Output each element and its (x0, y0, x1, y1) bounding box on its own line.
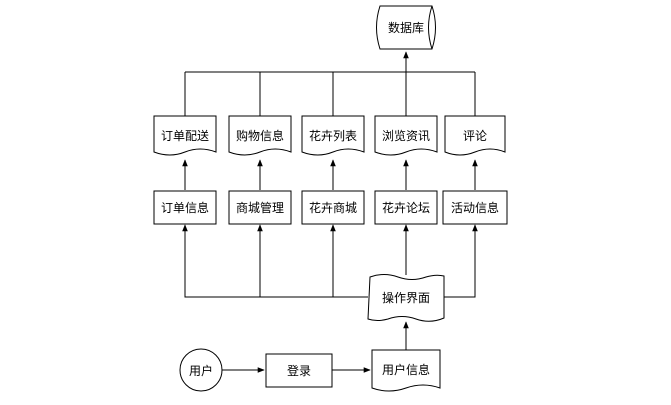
user-node: 用户 (179, 348, 223, 392)
op-interface-node: 操作界面 (367, 274, 445, 322)
box-order-info-label: 订单信息 (161, 200, 209, 215)
user-info-node: 用户信息 (371, 349, 441, 392)
login-node: 登录 (265, 353, 333, 388)
doc-order-delivery-label: 订单配送 (161, 128, 209, 143)
doc-browse-info-label: 浏览资讯 (382, 128, 430, 143)
database-label: 数据库 (388, 20, 424, 35)
doc-shopping-info: 购物信息 (228, 115, 292, 156)
box-activity-info-label: 活动信息 (451, 200, 499, 215)
edge-op-to-order-info (182, 224, 368, 298)
connectors (182, 51, 478, 373)
login-label: 登录 (287, 363, 311, 378)
doc-shopping-info-label: 购物信息 (236, 128, 284, 143)
doc-order-delivery: 订单配送 (153, 115, 217, 156)
box-flower-forum-label: 花卉论坛 (382, 200, 430, 215)
database-inner-edge (428, 5, 433, 50)
user-info-label: 用户信息 (382, 362, 430, 377)
box-order-info: 订单信息 (153, 190, 217, 225)
doc-comment-label: 评论 (463, 129, 487, 143)
box-shop-manage-label: 商城管理 (236, 200, 284, 215)
box-flower-mall: 花卉商城 (301, 190, 365, 225)
database-node: 数据库 (376, 5, 436, 50)
doc-flower-list-label: 花卉列表 (309, 128, 357, 143)
doc-browse-info: 浏览资讯 (374, 115, 438, 156)
edge-op-to-activity (444, 224, 478, 298)
doc-comment: 评论 (444, 115, 506, 156)
process-row: 订单信息 商城管理 花卉商城 花卉论坛 活动信息 (153, 190, 508, 225)
box-activity-info: 活动信息 (442, 190, 508, 225)
box-flower-forum: 花卉论坛 (374, 190, 438, 225)
doc-flower-list: 花卉列表 (301, 115, 365, 156)
box-shop-manage: 商城管理 (228, 190, 292, 225)
user-label: 用户 (189, 363, 213, 378)
box-flower-mall-label: 花卉商城 (309, 200, 357, 215)
document-row: 订单配送 购物信息 花卉列表 浏览资讯 评论 (153, 115, 506, 156)
op-interface-label: 操作界面 (382, 290, 430, 305)
